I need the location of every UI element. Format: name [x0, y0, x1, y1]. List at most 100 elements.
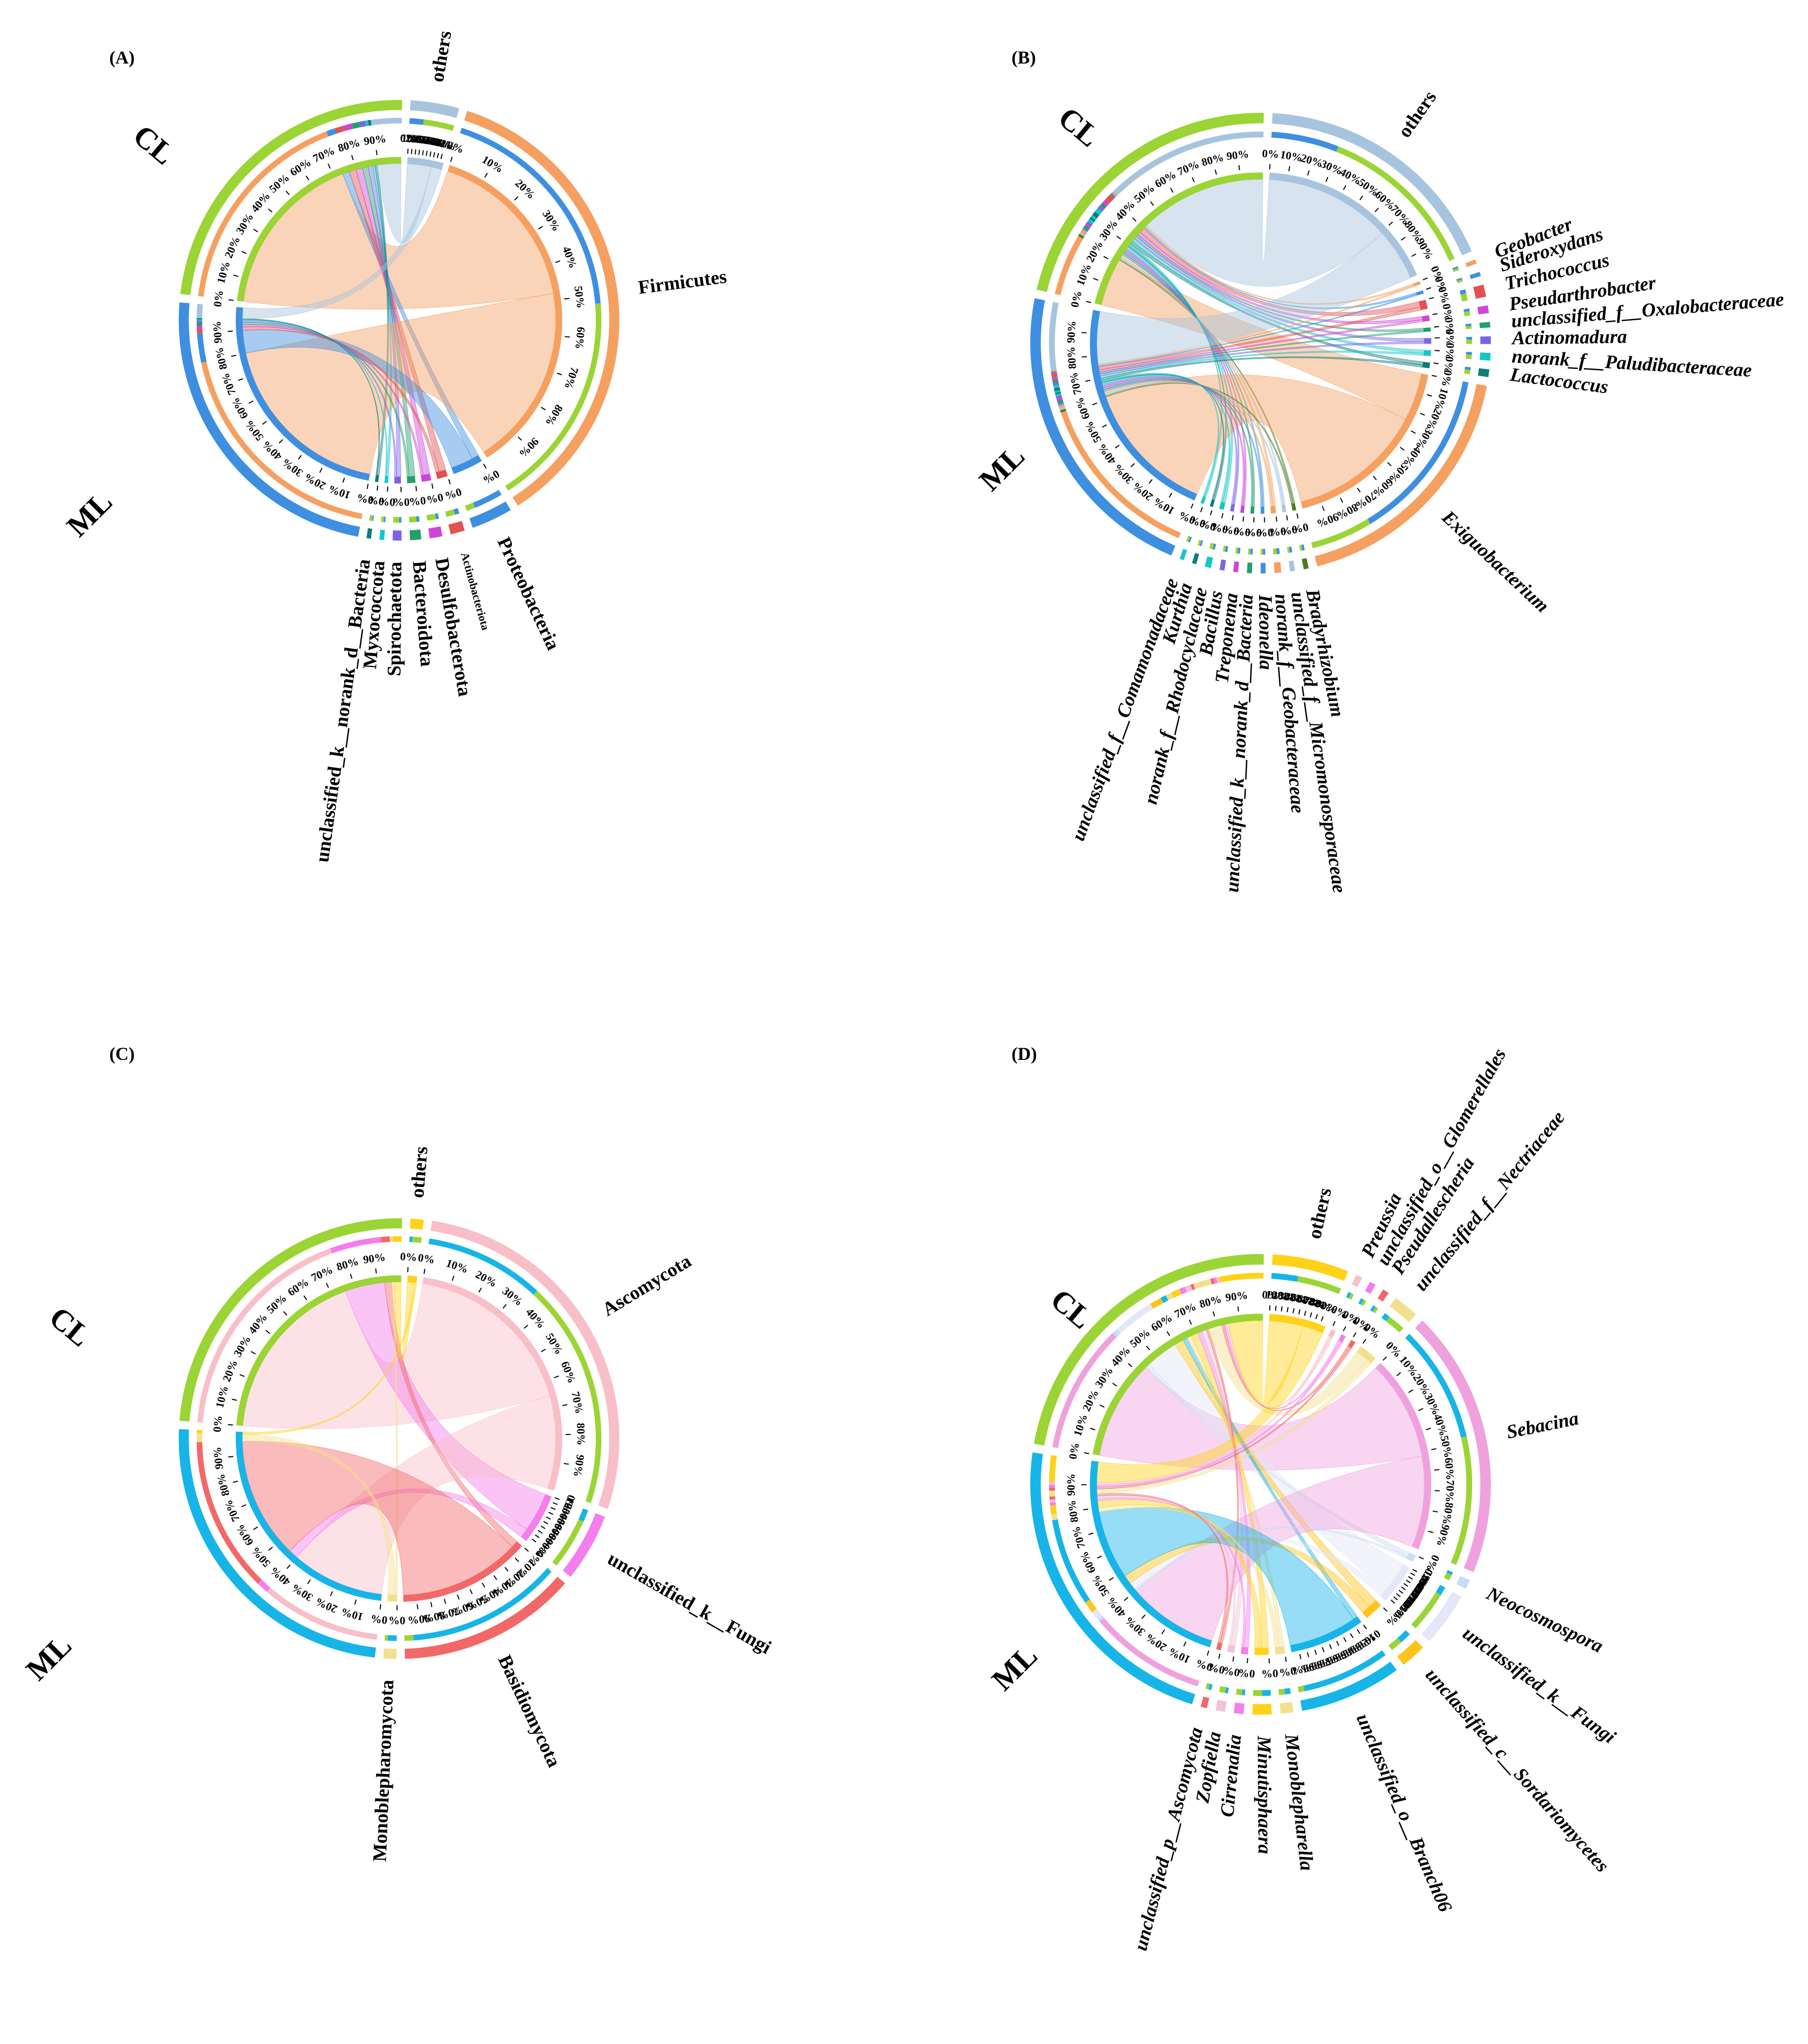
- composition-band: [1053, 382, 1059, 386]
- sector-inner-arc: [1419, 299, 1428, 311]
- tick-mark: [1427, 394, 1432, 397]
- tick-label: 80%: [543, 403, 565, 429]
- sector-inner-arc: [1424, 350, 1431, 356]
- tick-label: 30%: [289, 1581, 315, 1604]
- composition-band: [1091, 215, 1097, 221]
- composition-band: [393, 517, 400, 523]
- sector-inner-arc: [1270, 506, 1276, 514]
- composition-band: [1188, 536, 1192, 543]
- taxon-outer-arc: [1397, 1640, 1423, 1665]
- tick-label: 0%: [211, 289, 226, 308]
- tick-label: 90%: [210, 1446, 226, 1470]
- tick-label: 0%: [1436, 285, 1453, 304]
- tick-label: 20%: [220, 1358, 240, 1383]
- tick-mark: [553, 1502, 558, 1505]
- tick-mark: [1359, 195, 1363, 200]
- composition-band: [1235, 547, 1239, 554]
- composition-band: [1303, 1650, 1386, 1692]
- sector-inner-arc: [1380, 1564, 1410, 1601]
- taxon-label: Firmicutes: [637, 266, 728, 298]
- tick-mark: [319, 468, 323, 473]
- tick-label: 20%: [314, 1595, 339, 1615]
- composition-band: [1346, 1292, 1352, 1299]
- tick-label: 80%: [336, 136, 361, 155]
- tick-mark: [1387, 462, 1392, 467]
- sector-inner-arc: [520, 1494, 552, 1541]
- composition-band: [196, 303, 203, 318]
- composition-band: [1372, 1306, 1378, 1314]
- group-outer-arc: [1036, 112, 1264, 292]
- taxon-outer-arc: [1252, 1703, 1272, 1715]
- taxon-label: unclassified_p__Ascomycota: [1130, 1725, 1207, 1953]
- tick-mark: [1103, 256, 1109, 260]
- composition-band: [1271, 1273, 1299, 1282]
- tick-mark: [1357, 1629, 1361, 1634]
- tick-label: 10%: [1074, 262, 1093, 287]
- group-label: CL: [1052, 101, 1106, 154]
- tick-label: 40%: [1095, 441, 1118, 467]
- tick-mark: [1123, 1597, 1128, 1601]
- composition-band: [1456, 279, 1463, 284]
- composition-band: [1166, 1292, 1174, 1301]
- tick-mark: [1426, 287, 1431, 290]
- tick-mark: [1396, 1593, 1401, 1597]
- taxon-outer-arc: [464, 110, 620, 506]
- tick-label: 0%: [1257, 526, 1274, 539]
- tick-label: 80%: [1200, 150, 1225, 168]
- chord-panel: (C)0%others0%10%20%30%40%50%60%70%80%90%…: [19, 1044, 775, 1862]
- composition-band: [267, 1588, 378, 1640]
- composition-band: [326, 128, 337, 137]
- composition-band: [412, 1236, 422, 1243]
- chord-ribbon: [243, 171, 554, 310]
- composition-band: [1055, 235, 1084, 295]
- tick-label: 70%: [1069, 1525, 1088, 1550]
- tick-label: 70%: [311, 144, 336, 165]
- group-outer-arc: [1030, 1452, 1196, 1704]
- composition-band: [1053, 384, 1060, 389]
- tick-mark: [1362, 1339, 1367, 1344]
- tick-mark: [1127, 1363, 1132, 1367]
- tick-mark: [483, 464, 487, 469]
- sector-inner-arc: [407, 476, 416, 483]
- composition-band: [1253, 1690, 1262, 1696]
- tick-mark: [563, 1462, 569, 1465]
- tick-mark: [1088, 1532, 1094, 1535]
- tick-mark: [1307, 170, 1310, 176]
- tick-mark: [233, 274, 238, 277]
- tick-mark: [1343, 1637, 1347, 1642]
- tick-mark: [429, 151, 432, 157]
- tick-mark: [1083, 1508, 1088, 1511]
- taxon-label: Ascomycota: [599, 1250, 695, 1321]
- composition-band: [359, 120, 366, 128]
- tick-label: 60%: [559, 1359, 578, 1385]
- composition-band: [1102, 199, 1110, 207]
- taxon-outer-arc: [379, 529, 385, 540]
- tick-mark: [303, 1295, 308, 1300]
- tick-mark: [1232, 515, 1234, 521]
- tick-mark: [1304, 1310, 1306, 1316]
- tick-label: 50%: [1131, 181, 1157, 205]
- tick-label: 10%: [340, 1605, 364, 1623]
- tick-mark: [1321, 1316, 1324, 1322]
- tick-label: 60%: [285, 1275, 311, 1298]
- tick-label: 50%: [1089, 1573, 1112, 1599]
- tick-label: 40%: [560, 245, 580, 270]
- tick-mark: [562, 1404, 568, 1407]
- tick-mark: [1408, 1389, 1414, 1393]
- tick-mark: [238, 378, 243, 381]
- tick-mark: [1363, 1624, 1367, 1630]
- taxon-label: Proteobacteria: [493, 534, 564, 653]
- tick-label: 30%: [540, 208, 563, 234]
- tick-mark: [1183, 1641, 1187, 1647]
- tick-label: 90%: [1315, 510, 1340, 530]
- tick-mark: [450, 157, 453, 162]
- tick-mark: [1412, 1569, 1418, 1573]
- tick-mark: [1343, 185, 1346, 191]
- tick-label: 0%: [425, 491, 444, 507]
- composition-band: [1451, 1436, 1473, 1565]
- group-label: CL: [43, 1300, 97, 1353]
- composition-band: [552, 1519, 584, 1566]
- composition-band: [1205, 1683, 1210, 1690]
- sector-inner-arc: [1375, 1363, 1431, 1549]
- tick-label: 10%: [1071, 1413, 1090, 1438]
